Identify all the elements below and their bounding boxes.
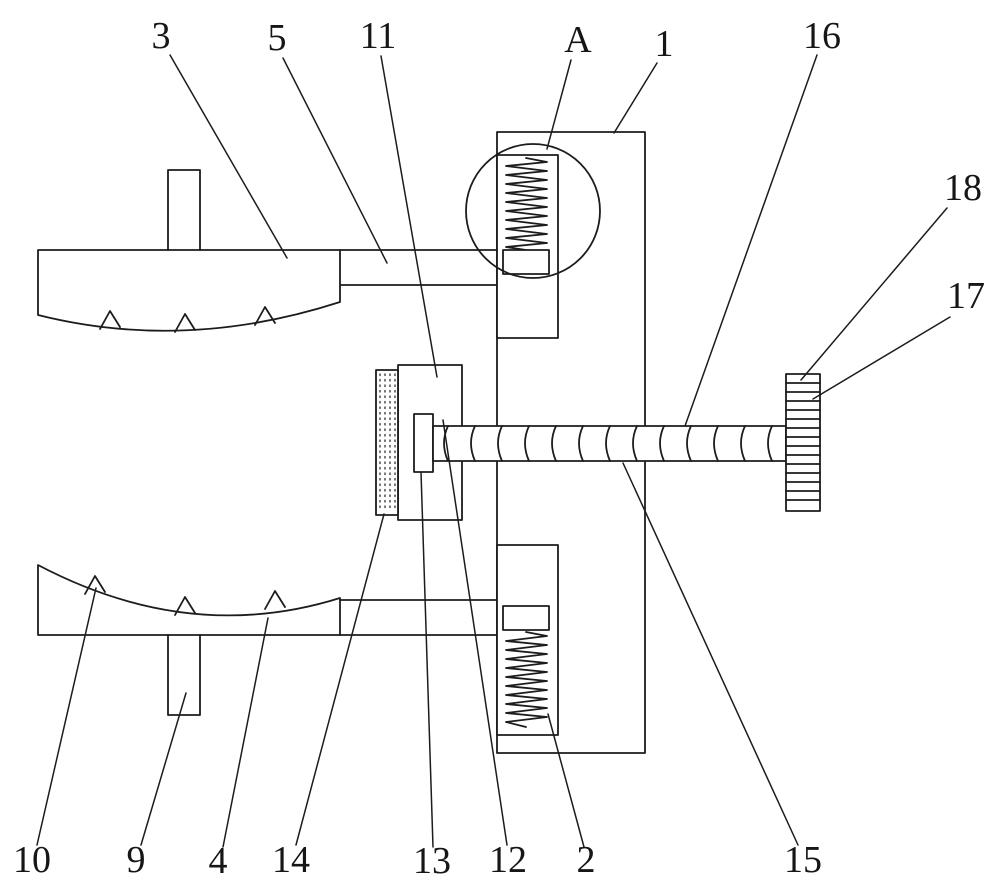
leader-line-11 xyxy=(380,55,438,378)
leader-line-18 xyxy=(800,207,948,381)
leader-line-17 xyxy=(812,316,951,400)
label-part-5: 5 xyxy=(268,17,287,59)
label-part-2: 2 xyxy=(577,839,596,881)
leader-line-10 xyxy=(36,587,97,846)
label-part-13: 13 xyxy=(413,840,451,882)
rod-threads xyxy=(443,425,773,462)
leader-lines xyxy=(36,54,951,848)
label-part-12: 12 xyxy=(489,839,527,881)
label-part-4: 4 xyxy=(209,840,228,882)
device-linework xyxy=(37,131,821,754)
leader-line-12 xyxy=(442,419,508,846)
detail-circle-A xyxy=(465,143,601,279)
label-part-9: 9 xyxy=(127,839,146,881)
lower-jaw xyxy=(37,564,341,636)
label-part-16: 16 xyxy=(803,15,841,57)
leader-line-16 xyxy=(684,54,818,427)
leader-line-5 xyxy=(282,57,388,264)
label-part-1: 1 xyxy=(655,23,674,65)
label-part-15: 15 xyxy=(784,839,822,881)
leader-line-A xyxy=(546,59,572,150)
leader-line-13 xyxy=(420,471,434,848)
leader-line-2 xyxy=(547,713,585,848)
label-part-11: 11 xyxy=(360,15,397,57)
label-part-14: 14 xyxy=(272,839,310,881)
knob-knurling xyxy=(785,382,821,501)
lower-spring xyxy=(505,631,548,728)
reference-labels: 3 5 11 A 1 16 18 17 10 9 4 14 13 12 2 15 xyxy=(13,15,985,882)
leader-line-3 xyxy=(169,54,288,259)
upper-arm xyxy=(339,249,498,286)
label-part-10: 10 xyxy=(13,839,51,881)
leader-line-9 xyxy=(140,692,187,846)
label-detail-A: A xyxy=(564,19,592,61)
leader-line-14 xyxy=(295,513,385,846)
threaded-rod xyxy=(432,425,787,462)
lower-mount-tab xyxy=(167,634,201,716)
label-part-3: 3 xyxy=(152,15,171,57)
leader-line-4 xyxy=(222,617,269,848)
upper-mount-tab xyxy=(167,169,201,251)
label-part-17: 17 xyxy=(947,275,985,317)
upper-spring-piston xyxy=(502,249,550,275)
adjustment-knob xyxy=(785,373,821,512)
leader-line-15 xyxy=(622,462,799,846)
upper-spring xyxy=(505,157,548,251)
lower-spring-piston xyxy=(502,605,550,631)
upper-jaw-teeth xyxy=(99,306,276,333)
lower-jaw-teeth xyxy=(84,575,286,616)
leader-line-1 xyxy=(613,62,658,134)
rod-end-block xyxy=(413,413,434,473)
label-part-18: 18 xyxy=(944,167,982,209)
friction-plate xyxy=(375,369,399,516)
